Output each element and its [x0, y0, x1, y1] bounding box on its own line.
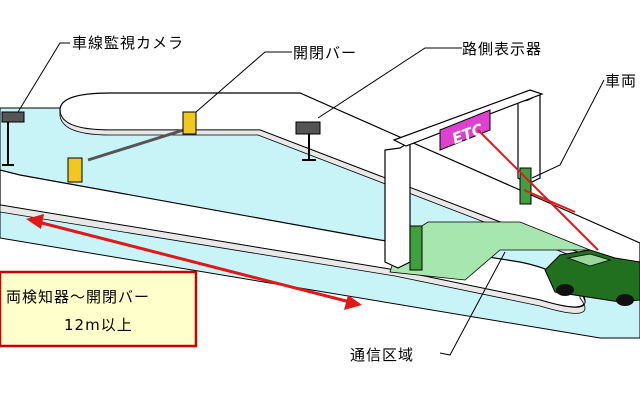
- gate-bar-label: 開閉バー: [293, 44, 357, 62]
- car: [544, 249, 640, 306]
- lane-camera: [1, 111, 25, 166]
- detector-beam: [523, 189, 576, 213]
- leader-lines: [17, 42, 605, 356]
- roadside-display-label: 路側表示器: [462, 40, 542, 58]
- roadside-display: [295, 121, 321, 161]
- vehicle-detector-lower: [409, 225, 423, 271]
- camera-label: 車線監視カメラ: [72, 34, 184, 52]
- distance-arrow: [26, 214, 362, 310]
- etc-gantry: [384, 89, 544, 269]
- vehicle-detector-label: 車両: [605, 72, 637, 90]
- upper-island-edge: [59, 109, 640, 268]
- comm-zone-label: 通信区域: [350, 346, 414, 364]
- antenna-beam: [477, 129, 599, 251]
- lower-island-edge: [0, 204, 586, 314]
- vehicle-detector-upper: [519, 167, 532, 205]
- distance-box-line2: 12m以上: [64, 316, 133, 334]
- gate-bar: [67, 111, 197, 183]
- distance-box: [0, 270, 198, 348]
- distance-box-line1: 両検知器～開閉バー: [6, 288, 150, 306]
